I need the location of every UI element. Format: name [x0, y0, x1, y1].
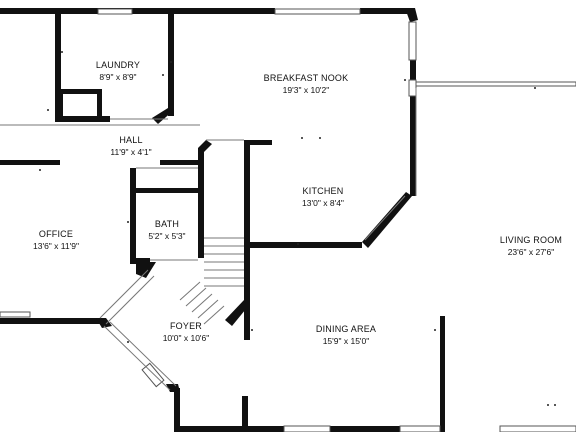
room-name: OFFICE [38, 229, 74, 239]
room-foyer: FOYER 10'0" x 10'6" [163, 320, 210, 344]
thin-lines [0, 88, 417, 391]
room-dimensions: 13'6" x 11'9" [33, 241, 79, 251]
room-dimensions: 11'9" x 4'1" [110, 147, 152, 157]
walls [0, 8, 445, 432]
room-dimensions: 15'9" x 15'0" [322, 336, 370, 346]
room-name: KITCHEN [302, 186, 344, 196]
room-office: OFFICE 13'6" x 11'9" [33, 228, 79, 252]
room-name: BREAKFAST NOOK [263, 73, 349, 83]
room-dining-area: DINING AREA 15'9" x 15'0" [316, 323, 376, 347]
room-name: LAUNDRY [95, 60, 141, 70]
room-name: DINING AREA [315, 324, 377, 334]
room-name: FOYER [169, 321, 202, 331]
room-bath: BATH 5'2" x 5'3" [148, 218, 185, 242]
room-living-room: LIVING ROOM 23'6" x 27'6" [500, 234, 562, 258]
room-dimensions: 13'0" x 8'4" [302, 198, 344, 208]
room-dimensions: 8'9" x 8'9" [99, 72, 137, 82]
room-name: BATH [154, 219, 180, 229]
room-dimensions: 5'2" x 5'3" [148, 231, 186, 241]
room-breakfast-nook: BREAKFAST NOOK 19'3" x 10'2" [264, 72, 349, 96]
windows [0, 8, 576, 432]
room-dimensions: 10'0" x 10'6" [162, 333, 210, 343]
room-laundry: LAUNDRY 8'9" x 8'9" [96, 59, 140, 83]
room-kitchen: KITCHEN 13'0" x 8'4" [302, 185, 344, 209]
room-name: LIVING ROOM [499, 235, 563, 245]
room-dimensions: 23'6" x 27'6" [507, 247, 555, 257]
stairs [179, 237, 244, 325]
room-name: HALL [119, 135, 143, 145]
room-dimensions: 19'3" x 10'2" [282, 85, 330, 95]
door-markers [39, 51, 556, 406]
room-hall: HALL 11'9" x 4'1" [110, 134, 151, 158]
